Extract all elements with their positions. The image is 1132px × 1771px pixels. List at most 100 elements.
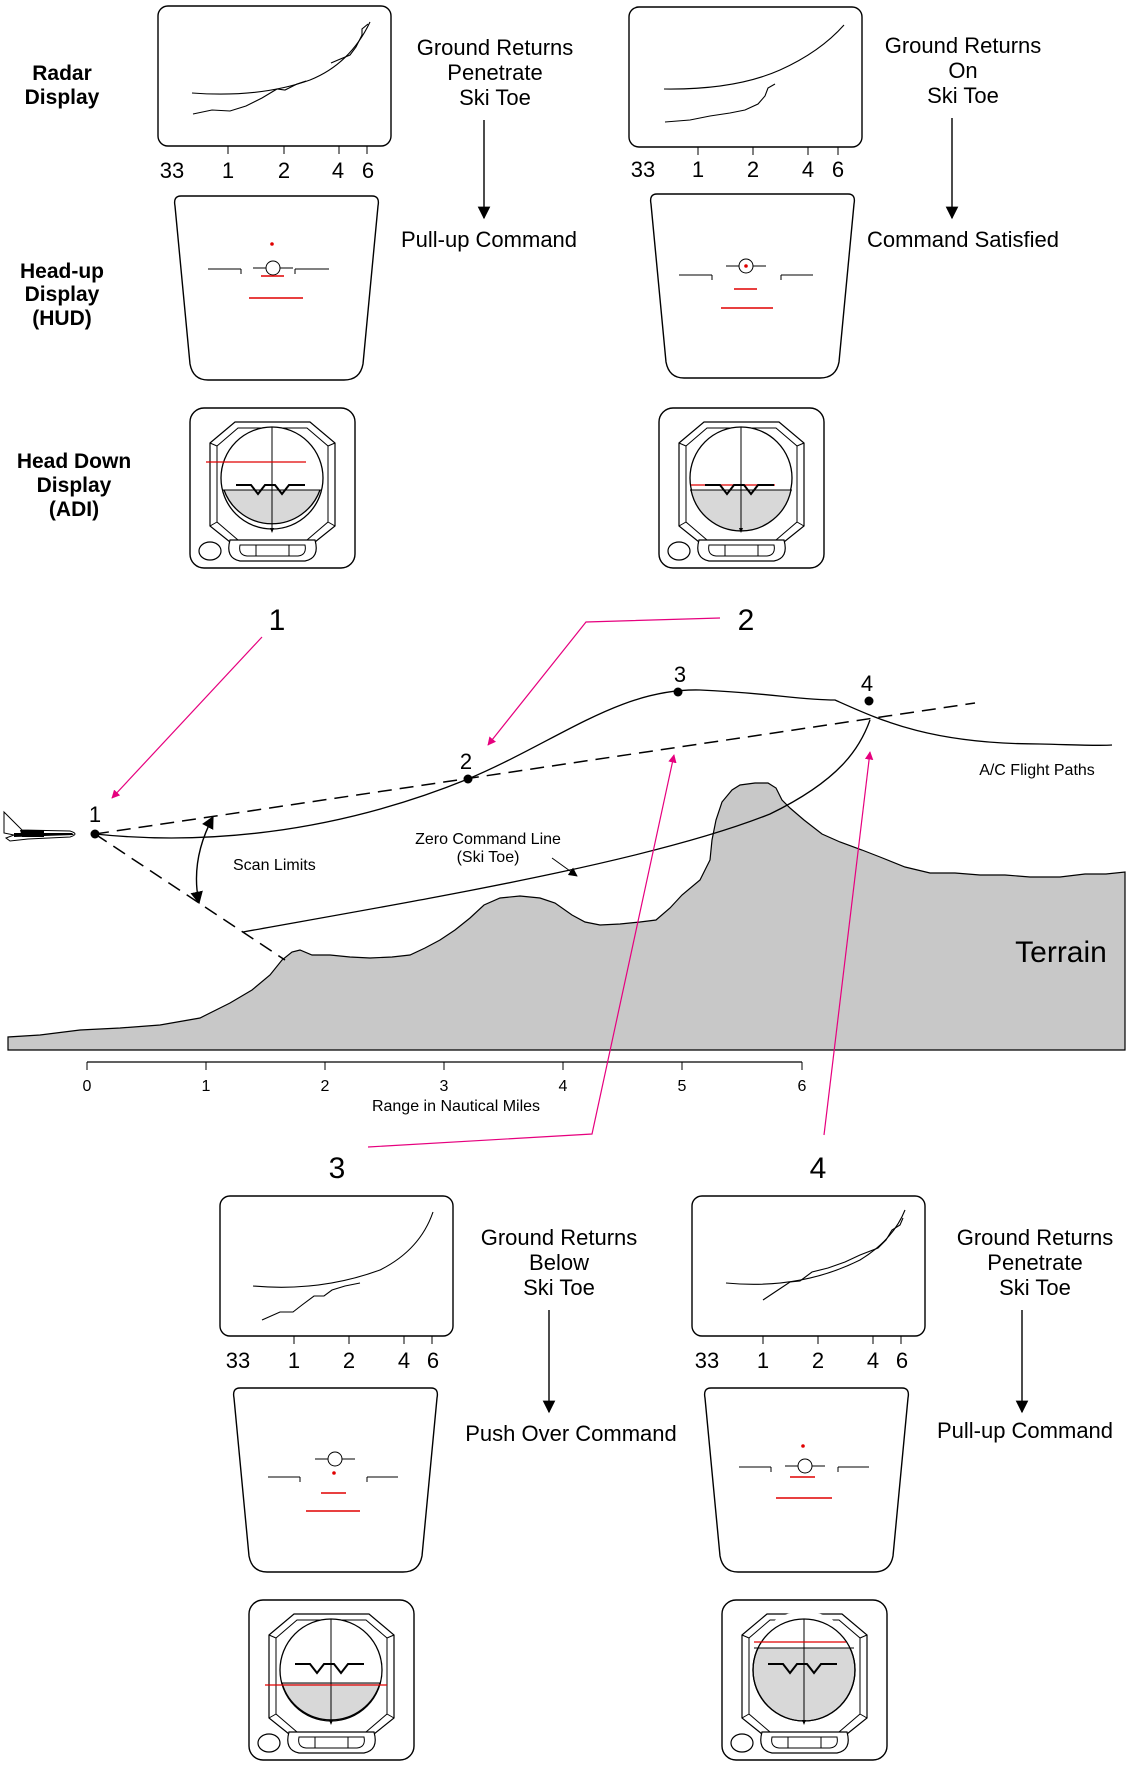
path-point-1 [90, 829, 100, 839]
caption-line: On [948, 58, 977, 83]
row-label-hud-line2: Display [25, 283, 100, 306]
flight-path-curve [94, 689, 1113, 839]
caption-1: Ground Returns Penetrate Ski Toe Pull-up… [401, 35, 577, 252]
callout-line-1 [111, 636, 263, 799]
panel-4: 33 1 2 4 6 Ground Returns Penetrate Ski … [691, 1195, 1113, 1761]
terrain-label: Terrain [1015, 936, 1107, 969]
axis-tick: 3 [440, 1078, 449, 1095]
flight-path-marker [801, 1444, 805, 1448]
caption-line: Ground Returns [885, 33, 1042, 58]
command-label: Pull-up Command [937, 1418, 1113, 1443]
path-point-label: 3 [674, 662, 686, 687]
scan-limits-label: Scan Limits [233, 857, 316, 874]
radar-tick: 2 [278, 158, 290, 183]
caption-3: Ground Returns Below Ski Toe Push Over C… [465, 1225, 677, 1446]
axis-title: Range in Nautical Miles [372, 1098, 540, 1115]
path-point-2 [463, 774, 473, 784]
caption-line: Below [529, 1250, 589, 1275]
row-label-adi-line3: (ADI) [49, 498, 99, 521]
callout-line-3 [367, 754, 677, 1148]
caption-line: Ski Toe [459, 85, 531, 110]
hud-3 [232, 1387, 439, 1573]
adi-3 [248, 1599, 415, 1761]
row-label-adi-line2: Display [37, 474, 112, 497]
radar-tick: 1 [757, 1348, 769, 1373]
caption-line: Ski Toe [523, 1275, 595, 1300]
caption-line: Ski Toe [927, 83, 999, 108]
radar-tick: 2 [812, 1348, 824, 1373]
command-label: Push Over Command [465, 1421, 677, 1446]
zero-command-line-label: (Ski Toe) [457, 849, 520, 866]
axis-tick: 0 [83, 1078, 92, 1095]
radar-tick: 4 [867, 1348, 879, 1373]
ground-returns-trace [261, 1282, 361, 1321]
adi-1 [189, 407, 356, 569]
row-label-adi-line1: Head Down [17, 450, 131, 473]
axis-tick: 5 [678, 1078, 687, 1095]
ski-toe-curve [663, 24, 845, 90]
panel-2: 33 1 2 4 6 Ground Returns On Ski Toe Com… [628, 6, 1059, 569]
caption-2: Ground Returns On Ski Toe Command Satisf… [867, 33, 1059, 252]
adi-2 [658, 407, 825, 569]
radar-tick: 4 [398, 1348, 410, 1373]
row-label-hud-line3: (HUD) [32, 307, 91, 330]
radar-tick: 1 [692, 157, 704, 182]
path-point-label: 4 [861, 671, 873, 696]
ski-toe-curve [252, 1211, 434, 1288]
path-point-3 [673, 687, 683, 697]
ski-toe-curve [725, 1209, 906, 1285]
upper-scan-limit [94, 702, 976, 835]
ground-returns-trace [762, 1217, 904, 1301]
radar-tick: 33 [695, 1348, 719, 1373]
hud-4 [703, 1387, 910, 1573]
row-label-hud-line1: Head-up [20, 260, 104, 283]
caption-line: Penetrate [447, 60, 542, 85]
callout-number-2: 2 [738, 604, 755, 637]
path-point-label: 2 [460, 749, 472, 774]
callout-number-1: 1 [269, 604, 286, 637]
zero-command-line [242, 719, 871, 933]
radar-display-2: 33 1 2 4 6 [628, 6, 863, 182]
hud-2 [649, 193, 856, 379]
axis-tick: 4 [559, 1078, 568, 1095]
terrain-profile: Scan Limits Zero Command Line (Ski Toe) … [3, 662, 1126, 1115]
path-point-4 [864, 696, 874, 706]
callout-number-3: 3 [329, 1152, 346, 1185]
lower-scan-limit [94, 833, 286, 961]
command-label: Command Satisfied [867, 227, 1059, 252]
flight-path-marker [270, 242, 274, 246]
axis-tick: 6 [798, 1078, 807, 1095]
flight-path-marker [332, 1471, 336, 1475]
radar-tick: 6 [362, 158, 374, 183]
radar-tick: 4 [802, 157, 814, 182]
flight-paths-label: A/C Flight Paths [979, 762, 1095, 779]
aircraft-icon [3, 810, 76, 842]
range-axis: 0 1 2 3 4 5 6 Range in Nautical Miles [83, 1061, 807, 1115]
radar-tick: 33 [160, 158, 184, 183]
radar-tick: 33 [226, 1348, 250, 1373]
callout-number-4: 4 [810, 1152, 827, 1185]
caption-line: Ground Returns [957, 1225, 1114, 1250]
hud-1 [173, 195, 380, 381]
ski-toe-curve [191, 21, 371, 95]
radar-tick: 1 [222, 158, 234, 183]
radar-tick: 6 [896, 1348, 908, 1373]
row-label-radar-line1: Radar [32, 62, 92, 85]
zero-command-line-label: Zero Command Line [415, 831, 561, 848]
panel-3: 33 1 2 4 6 Ground Returns Below Ski Toe … [219, 1195, 677, 1761]
radar-display-4: 33 1 2 4 6 [691, 1195, 926, 1373]
axis-tick: 1 [202, 1078, 211, 1095]
caption-4: Ground Returns Penetrate Ski Toe Pull-up… [937, 1225, 1113, 1443]
radar-tick: 2 [747, 157, 759, 182]
panel-1: 33 1 2 4 6 Ground Returns Penetrate Ski … [157, 5, 577, 569]
radar-tick: 6 [427, 1348, 439, 1373]
command-label: Pull-up Command [401, 227, 577, 252]
caption-line: Ski Toe [999, 1275, 1071, 1300]
radar-display-1: 33 1 2 4 6 [157, 5, 392, 183]
caption-line: Ground Returns [417, 35, 574, 60]
flight-path-marker [744, 264, 748, 268]
terrain-shape [7, 782, 1126, 1051]
radar-tick: 2 [343, 1348, 355, 1373]
axis-tick: 2 [321, 1078, 330, 1095]
